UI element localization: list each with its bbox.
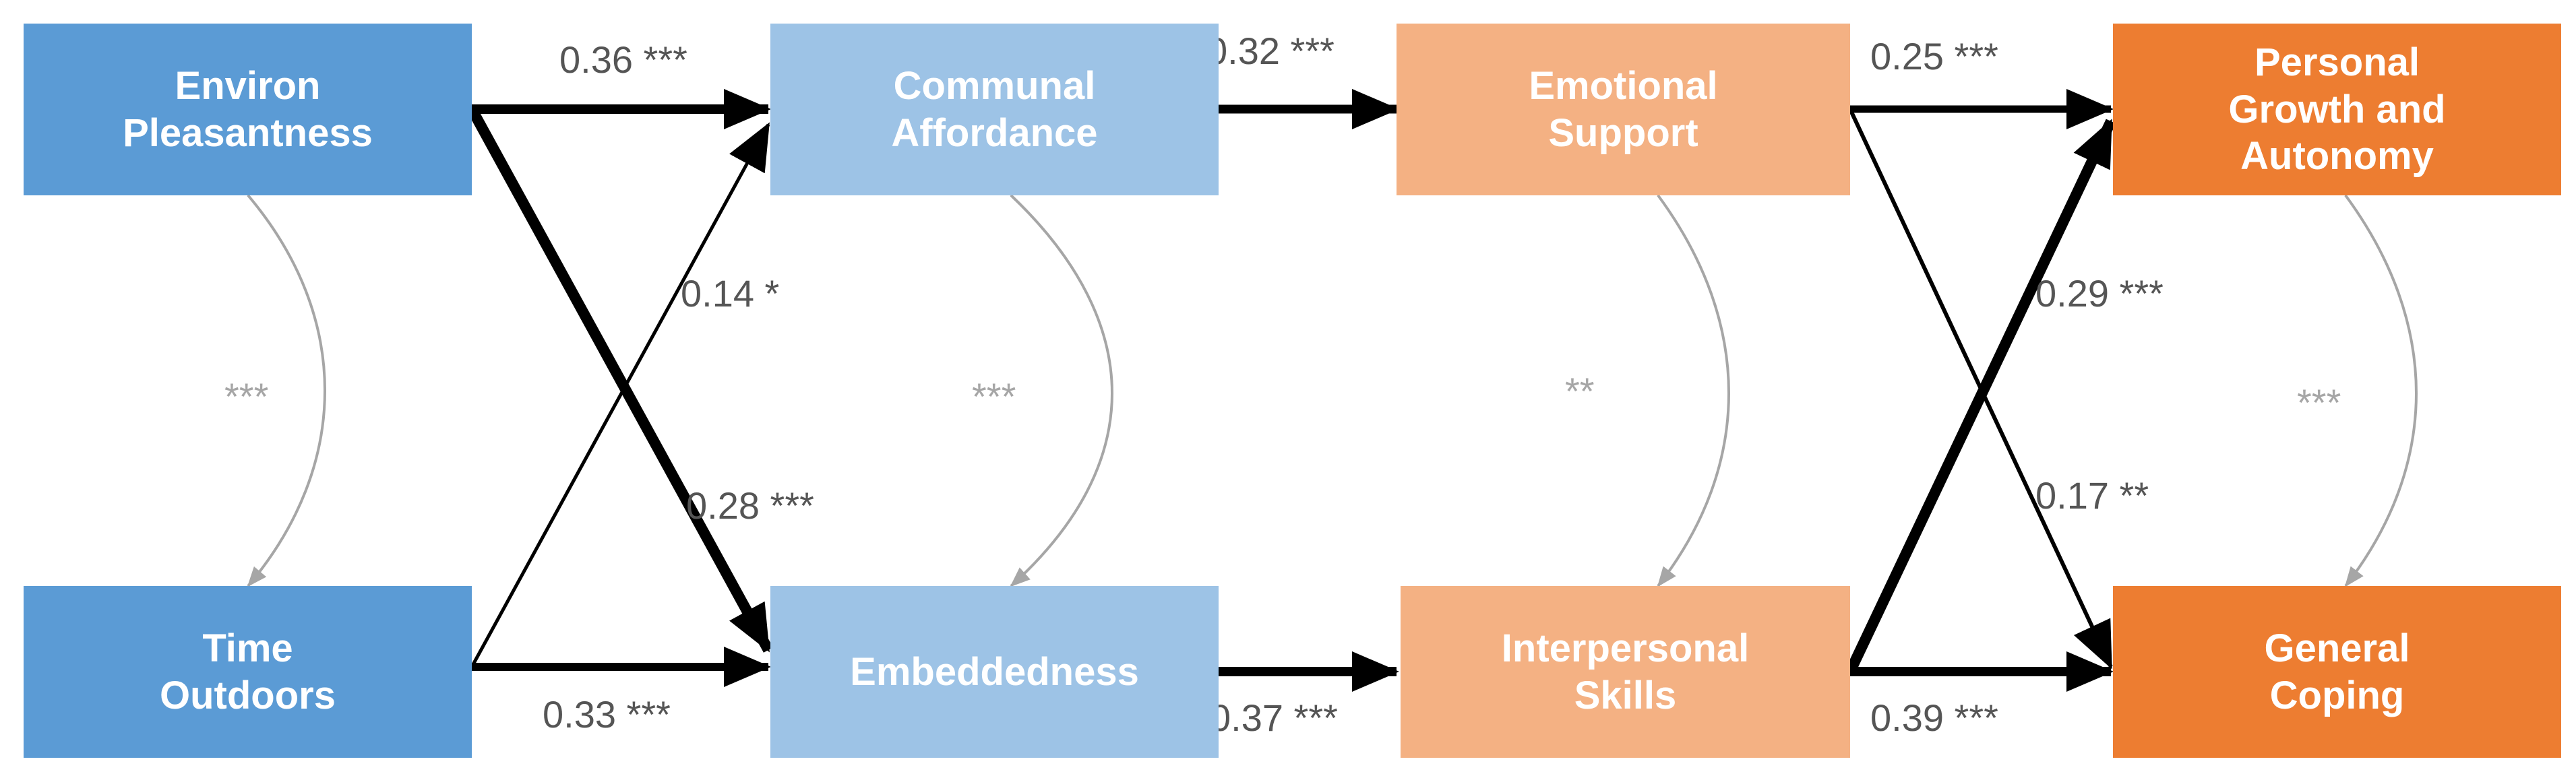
node-label-line: Pleasantness	[123, 110, 373, 155]
node-environ-pleasantness: Environ Pleasantness	[24, 24, 472, 195]
node-interpersonal-skills: Interpersonal Skills	[1401, 586, 1850, 758]
covariance-curve-col1	[229, 175, 326, 587]
coef-interpersonal-to-growth: 0.29 ***	[2035, 272, 2164, 315]
cov-label-col3: **	[1565, 370, 1595, 412]
node-label-line: Support	[1548, 110, 1698, 155]
node-label-line: Emotional	[1529, 63, 1718, 108]
node-label-line: Growth and	[2228, 87, 2446, 131]
node-label-line: General	[2264, 626, 2410, 670]
cov-label-col2: ***	[972, 375, 1016, 418]
node-label-line: Communal	[893, 63, 1096, 108]
arrow-env-to-embed	[466, 106, 774, 653]
coef-communal-to-emotional: 0.32 ***	[1206, 30, 1335, 72]
coef-emotional-to-growth: 0.25 ***	[1870, 35, 1998, 77]
node-label-line: Embeddedness	[850, 649, 1139, 694]
node-emotional-support: Emotional Support	[1397, 24, 1850, 195]
node-communal-affordance: Communal Affordance	[770, 24, 1219, 195]
covariance-curve-col3	[1640, 175, 1730, 587]
coef-env-to-communal: 0.36 ***	[559, 38, 687, 81]
node-label-line: Affordance	[891, 110, 1098, 155]
coef-time-to-embed: 0.33 ***	[543, 693, 671, 736]
coef-env-to-embed: 0.28 ***	[686, 484, 814, 527]
coef-interpersonal-to-coping: 0.39 ***	[1870, 696, 1998, 739]
node-label-line: Interpersonal	[1501, 626, 1750, 670]
node-label-line: Time	[202, 626, 293, 670]
node-label-line: Environ	[175, 63, 321, 108]
cov-label-col1: ***	[224, 375, 268, 418]
arrow-time-to-communal	[470, 122, 770, 668]
cov-label-col4: ***	[2297, 381, 2341, 424]
node-personal-growth-autonomy: Personal Growth and Autonomy	[2113, 24, 2561, 195]
coef-emotional-to-coping: 0.17 **	[2035, 474, 2149, 517]
node-label-line: Personal	[2255, 40, 2420, 85]
coef-time-to-communal: 0.14 *	[681, 272, 779, 315]
node-time-outdoors: Time Outdoors	[24, 586, 472, 758]
node-label-line: Skills	[1574, 673, 1677, 717]
node-embeddedness: Embeddedness	[770, 586, 1219, 758]
node-general-coping: General Coping	[2113, 586, 2561, 758]
node-label-line: Coping	[2269, 673, 2405, 717]
covariance-curve-col2	[991, 176, 1113, 587]
coef-embed-to-interpersonal: 0.37 ***	[1210, 696, 1338, 739]
node-label-line: Outdoors	[160, 673, 336, 717]
node-label-line: Autonomy	[2240, 134, 2434, 179]
covariance-curve-col4	[2327, 175, 2418, 587]
arrow-interpersonal-to-growth	[1845, 119, 2116, 674]
